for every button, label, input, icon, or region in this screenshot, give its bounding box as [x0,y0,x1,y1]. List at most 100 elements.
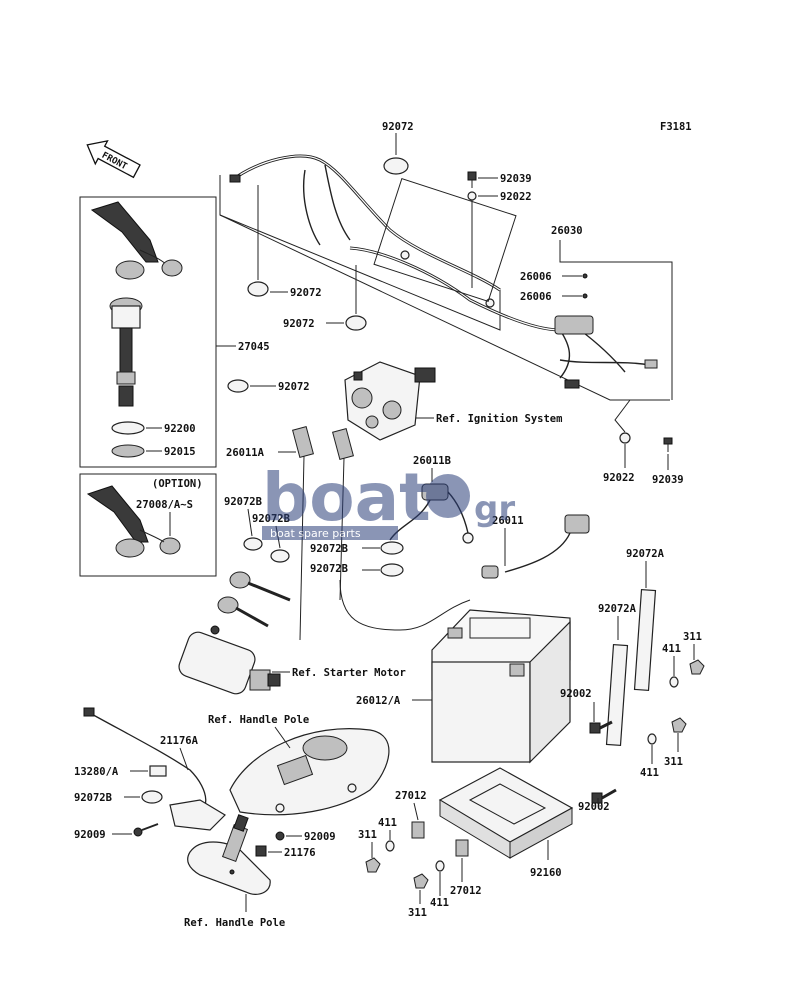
bracket-27012-b-icon [455,839,469,857]
battery-icon [431,609,571,764]
callout-92002-a: 92002 [560,688,592,700]
sensor-21176-icon [255,845,267,857]
callout-311-d: 311 [408,907,427,919]
svg-text:boat: boat [262,459,431,536]
callout-26011A: 26011A [226,447,265,459]
svg-text:boat spare parts: boat spare parts [270,527,361,540]
strap-92072A-b [605,643,629,747]
washer-411-a-icon [669,676,679,688]
callout-92072B-d: 92072B [310,563,348,575]
callout-92022-top: 92022 [500,191,532,203]
harness-outline-box [373,178,517,302]
callout-92009-a: 92009 [74,829,106,841]
clamp-92072B-b [270,549,290,563]
bolt-92002-b-icon [591,788,617,804]
callout-92072-left: 92072 [283,318,315,330]
callout-92072A-b: 92072A [598,603,637,615]
callout-27012-a: 27012 [395,790,427,802]
strap-92072A-a [633,588,657,692]
svg-text:gr: gr [474,489,515,529]
wiring-harness [219,154,670,401]
bolt-92039-bot-icon [663,437,673,452]
callout-311-b: 311 [664,756,683,768]
callout-92072A-a: 92072A [626,548,665,560]
bracket-27012-a-icon [411,821,425,839]
handle-pole-top-icon [229,728,390,816]
callout-92072B-c: 92072B [310,543,348,555]
handle-pole-bottom-icon [187,814,271,895]
callout-92160: 92160 [530,867,562,879]
nut-311-a-icon [689,659,705,675]
callout-92039-bot: 92039 [652,474,684,486]
plug-cap-26011A-icon [292,426,314,641]
callout-411-a: 411 [662,643,681,655]
washer-92022-top-icon [467,191,477,201]
clamp-92072B-d [380,563,404,577]
ref-handle-pole-top: Ref. Handle Pole [208,714,309,726]
clamp-92072-top [383,157,409,175]
ref-starter-motor: Ref. Starter Motor [292,667,406,679]
callout-92072-coil: 92072 [278,381,310,393]
front-arrow-icon: FRONT [86,139,141,179]
washer-411-c-icon [385,840,395,852]
ref-ignition-system: Ref. Ignition System [436,413,562,425]
callout-26011B: 26011B [413,455,451,467]
screw-92009-a-icon [133,823,159,837]
callout-311-c: 311 [358,829,377,841]
option-box [79,473,217,577]
clamp-92072-mid [247,281,269,297]
starter-cable-icon [217,571,291,628]
starter-motor-icon [178,625,281,695]
bracket-handle-icon [169,799,226,831]
ignition-switch-icon [109,297,143,407]
callout-26030: 26030 [551,225,583,237]
callout-13280: 13280/A [74,766,119,778]
clamp-92072B-e [141,790,163,804]
callout-92072B-e: 92072B [74,792,112,804]
cable-26011-icon [481,514,590,579]
watermark: boat gr boat spare parts [262,459,515,540]
battery-tray-icon [438,767,574,859]
callout-92072B-b: 92072B [252,513,290,525]
callout-411-d: 411 [430,897,449,909]
bolt-92039-top-icon [467,171,477,188]
washer-411-b-icon [647,733,657,745]
screw-92009-b-icon [275,831,285,841]
option-key-icon [86,485,181,558]
nut-311-d-icon [413,873,429,889]
clamp-92072B-c [380,541,404,555]
callout-92072-top: 92072 [382,121,414,133]
nut-311-b-icon [671,717,687,733]
callout-92072-mid: 92072 [290,287,322,299]
washer-92022-bot-icon [619,432,631,444]
callout-411-b: 411 [640,767,659,779]
callout-92022-bot: 92022 [603,472,635,484]
clamp-92072-left [345,315,367,331]
callout-92200: 92200 [164,423,196,435]
oring-92200-icon [111,421,145,435]
callout-26012: 26012/A [356,695,401,707]
callout-26006-b: 26006 [520,291,552,303]
callout-92009-b: 92009 [304,831,336,843]
callout-27008: 27008/A~S [136,499,193,511]
figure-code: F3181 [660,121,692,133]
nut-92015-icon [111,444,145,458]
clamp-92072-coil [227,379,249,393]
lanyard-key-icon [90,201,183,280]
callout-92039-top: 92039 [500,173,532,185]
key-switch-group-box [79,196,217,468]
clamp-92072B-a [243,537,263,551]
callout-27045: 27045 [238,341,270,353]
ref-handle-pole-bottom: Ref. Handle Pole [184,917,285,929]
callout-411-c: 411 [378,817,397,829]
callout-26006-a: 26006 [520,271,552,283]
label-13280-icon [149,765,167,777]
callout-92015: 92015 [164,446,196,458]
callout-311-a: 311 [683,631,702,643]
washer-411-d-icon [435,860,445,872]
callout-27012-b: 27012 [450,885,482,897]
callout-92072B-a: 92072B [224,496,262,508]
callout-21176: 21176 [284,847,316,859]
option-label: (OPTION) [152,478,203,490]
